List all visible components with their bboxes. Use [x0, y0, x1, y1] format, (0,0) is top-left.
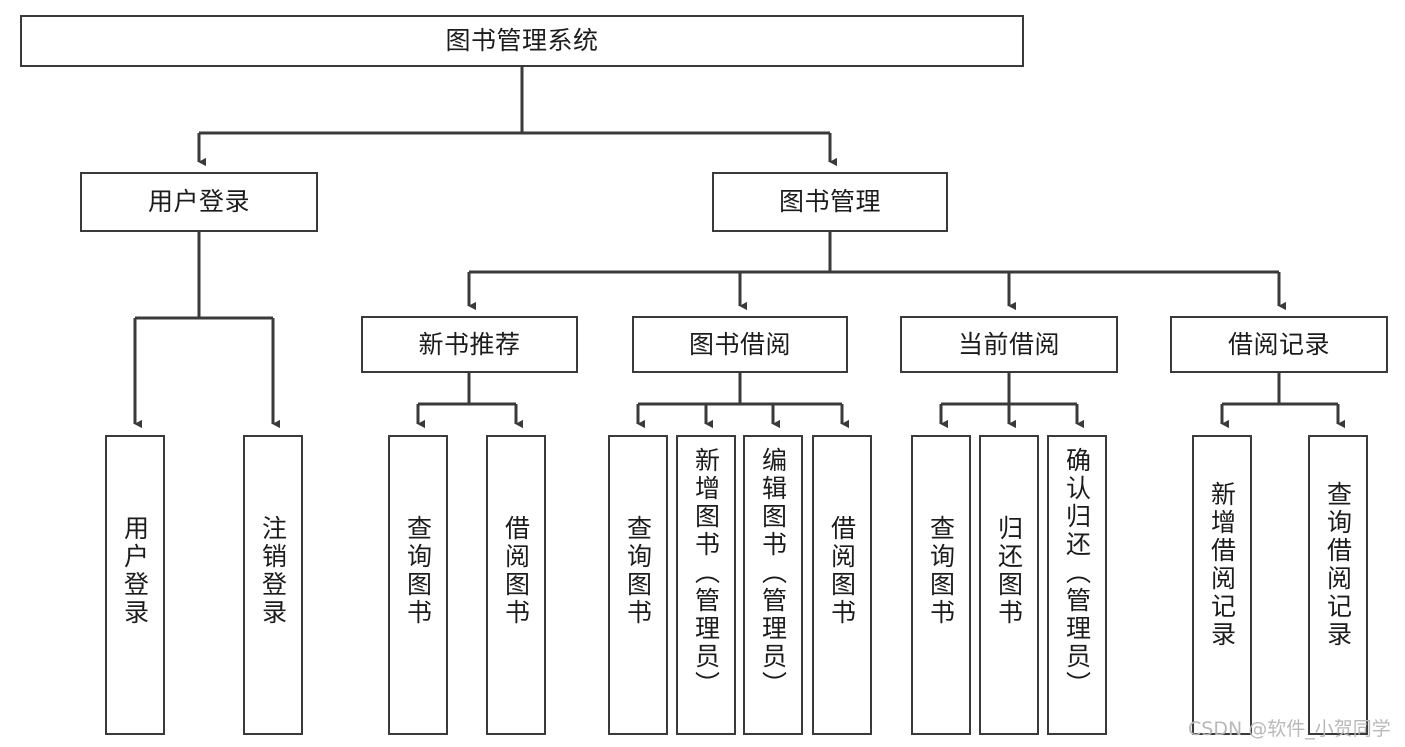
node-leaf-add-record-label: 新增借阅记录	[1207, 481, 1237, 649]
node-leaf-query-book-2-label: 查询图书	[623, 515, 653, 627]
node-leaf-edit-book-label: 编辑图书（管理员）	[758, 447, 788, 699]
node-leaf-borrow-book-1[interactable]: 借阅图书	[486, 435, 546, 735]
node-borrow-record[interactable]: 借阅记录	[1170, 316, 1388, 373]
node-leaf-borrow-book-2-label: 借阅图书	[827, 515, 857, 627]
node-leaf-query-book-3[interactable]: 查询图书	[911, 435, 971, 735]
node-leaf-add-record[interactable]: 新增借阅记录	[1192, 435, 1252, 735]
node-leaf-user-login[interactable]: 用户登录	[105, 435, 165, 735]
node-book-management[interactable]: 图书管理	[712, 172, 948, 232]
node-leaf-edit-book[interactable]: 编辑图书（管理员）	[743, 435, 803, 735]
node-leaf-query-book-1[interactable]: 查询图书	[388, 435, 448, 735]
node-root[interactable]: 图书管理系统	[20, 15, 1024, 67]
node-new-book-recommend-label: 新书推荐	[418, 329, 521, 359]
node-leaf-query-book-1-label: 查询图书	[403, 515, 433, 627]
node-borrow-record-label: 借阅记录	[1227, 329, 1330, 359]
node-leaf-query-book-3-label: 查询图书	[926, 515, 956, 627]
node-leaf-confirm-return[interactable]: 确认归还（管理员）	[1047, 435, 1107, 735]
node-leaf-borrow-book-2[interactable]: 借阅图书	[812, 435, 872, 735]
watermark-text: CSDN @软件_小贺同学	[1188, 718, 1391, 740]
node-leaf-user-login-label: 用户登录	[120, 515, 150, 627]
node-leaf-return-book[interactable]: 归还图书	[979, 435, 1039, 735]
node-current-borrow[interactable]: 当前借阅	[900, 316, 1118, 373]
node-new-book-recommend[interactable]: 新书推荐	[361, 316, 578, 373]
node-book-borrow[interactable]: 图书借阅	[632, 316, 848, 373]
node-leaf-confirm-return-label: 确认归还（管理员）	[1062, 447, 1092, 699]
node-leaf-borrow-book-1-label: 借阅图书	[501, 515, 531, 627]
node-book-management-label: 图书管理	[778, 187, 881, 217]
node-leaf-return-book-label: 归还图书	[994, 515, 1024, 627]
node-leaf-add-book[interactable]: 新增图书（管理员）	[676, 435, 736, 735]
node-leaf-logout-login-label: 注销登录	[258, 515, 288, 627]
node-current-borrow-label: 当前借阅	[957, 329, 1060, 359]
node-leaf-add-book-label: 新增图书（管理员）	[691, 447, 721, 699]
node-book-borrow-label: 图书借阅	[688, 329, 791, 359]
node-leaf-query-record[interactable]: 查询借阅记录	[1308, 435, 1368, 735]
node-user-login[interactable]: 用户登录	[80, 172, 318, 232]
node-leaf-query-record-label: 查询借阅记录	[1323, 481, 1353, 649]
node-leaf-query-book-2[interactable]: 查询图书	[608, 435, 668, 735]
node-root-label: 图书管理系统	[445, 26, 599, 56]
node-leaf-logout-login[interactable]: 注销登录	[243, 435, 303, 735]
node-user-login-label: 用户登录	[147, 187, 250, 217]
